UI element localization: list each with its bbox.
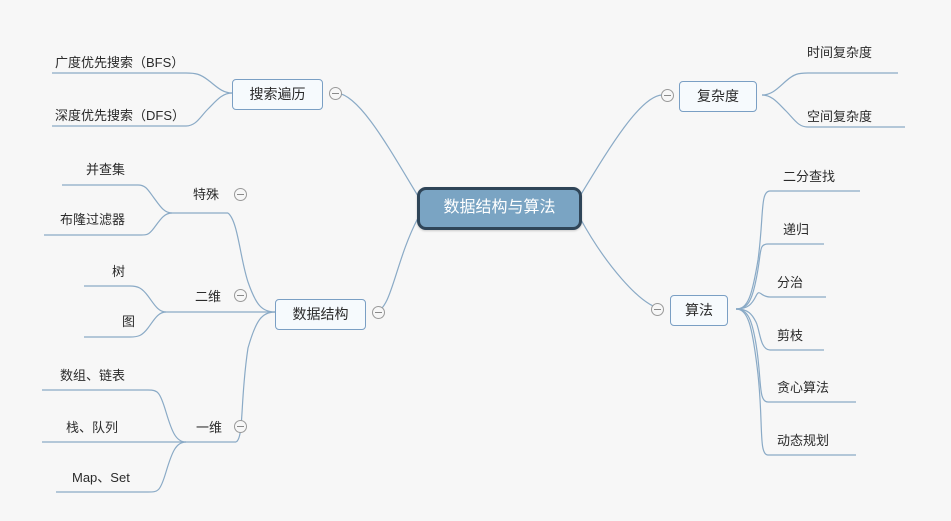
node-search-traversal[interactable]: 搜索遍历 [232, 79, 323, 110]
leaf-stack-queue[interactable]: 栈、队列 [66, 420, 119, 435]
edge-ds-special [227, 212, 276, 313]
leaf-divide-conquer[interactable]: 分治 [777, 275, 804, 290]
leaf-bloom-filter[interactable]: 布隆过滤器 [60, 212, 126, 227]
edge-special-unionfind [137, 184, 173, 214]
leaf-time-complexity[interactable]: 时间复杂度 [807, 45, 873, 60]
edge-onedim-arraylist [147, 389, 187, 443]
root-node[interactable]: 数据结构与算法 [417, 187, 582, 230]
edge-search-bfs [185, 72, 233, 94]
edge-root-complexity [579, 94, 663, 197]
node-complexity[interactable]: 复杂度 [679, 81, 757, 112]
leaf-tree[interactable]: 树 [112, 264, 126, 279]
edge-complexity-time [761, 72, 809, 96]
node-one-dimensional[interactable]: 一维 [196, 420, 223, 435]
node-special[interactable]: 特殊 [193, 187, 220, 202]
collapse-toggle-two-dimensional[interactable] [234, 289, 247, 302]
collapse-toggle-algorithm[interactable] [651, 303, 664, 316]
leaf-greedy-algorithm[interactable]: 贪心算法 [777, 380, 830, 395]
leaf-graph[interactable]: 图 [122, 314, 136, 329]
collapse-toggle-one-dimensional[interactable] [234, 420, 247, 433]
collapse-toggle-complexity[interactable] [661, 89, 674, 102]
edge-complexity-space [761, 94, 809, 128]
leaf-map-set[interactable]: Map、Set [72, 470, 130, 485]
edge-root-datastructure [375, 217, 419, 313]
leaf-union-find[interactable]: 并查集 [86, 162, 126, 177]
collapse-toggle-data-structure[interactable] [372, 306, 385, 319]
collapse-toggle-search-traversal[interactable] [329, 87, 342, 100]
node-data-structure[interactable]: 数据结构 [275, 299, 366, 330]
edge-twodim-tree [129, 285, 167, 313]
leaf-bfs[interactable]: 广度优先搜索（BFS） [55, 55, 185, 70]
edge-algo-pruning [735, 308, 771, 351]
leaf-binary-search[interactable]: 二分查找 [783, 169, 836, 184]
leaf-dynamic-programming[interactable]: 动态规划 [777, 433, 830, 448]
edge-root-search [336, 92, 419, 197]
edge-onedim-mapset [147, 441, 187, 493]
node-algorithm[interactable]: 算法 [670, 295, 728, 326]
leaf-recursion[interactable]: 递归 [783, 222, 810, 237]
leaf-pruning[interactable]: 剪枝 [777, 328, 804, 343]
leaf-space-complexity[interactable]: 空间复杂度 [807, 109, 873, 124]
edge-algo-greedy [735, 308, 769, 403]
edge-algo-binarysearch [735, 190, 771, 310]
edge-root-algorithm [579, 217, 663, 310]
edge-twodim-graph [129, 311, 167, 338]
edge-search-dfs [185, 92, 233, 127]
node-two-dimensional[interactable]: 二维 [195, 289, 222, 304]
edge-algo-dp [735, 308, 769, 456]
edge-special-bloom [137, 212, 173, 236]
edge-algo-recursion [735, 243, 769, 310]
leaf-dfs[interactable]: 深度优先搜索（DFS） [55, 108, 186, 123]
collapse-toggle-special[interactable] [234, 188, 247, 201]
edge-algo-divide [735, 292, 771, 310]
leaf-array-linkedlist[interactable]: 数组、链表 [60, 368, 126, 383]
